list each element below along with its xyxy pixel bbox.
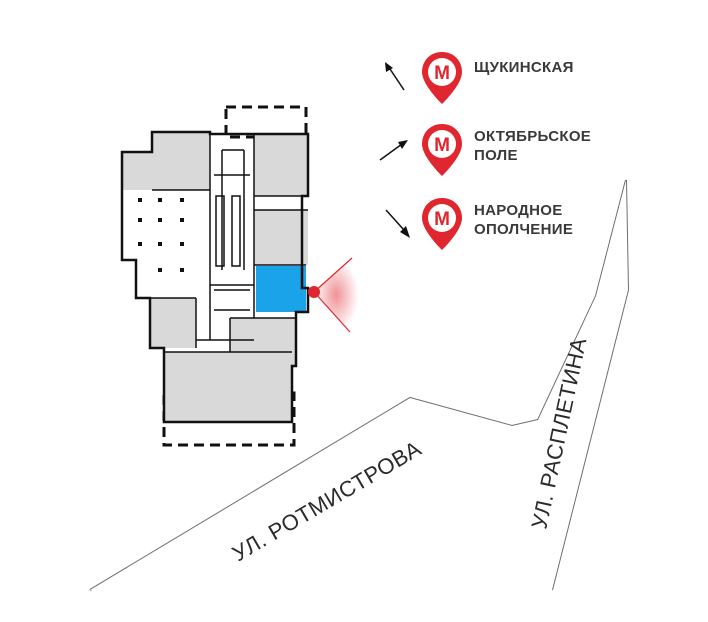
svg-text:М: М xyxy=(434,135,450,156)
metro-label-oktyabrskoe-pole: ОКТЯБРЬСКОЕ ПОЛЕ xyxy=(474,127,591,165)
metro-label-line: НАРОДНОЕ xyxy=(474,202,563,219)
metro-pin-icon: М xyxy=(422,198,462,250)
metro-pin-icon: М xyxy=(422,52,462,104)
building-section-top-right xyxy=(254,134,308,196)
svg-text:М: М xyxy=(434,209,450,230)
metro-label-shchukinskaya: ЩУКИНСКАЯ xyxy=(474,58,574,77)
metro-label-line: ЩУКИНСКАЯ xyxy=(474,59,574,76)
metro-pin-icon: М xyxy=(422,124,462,176)
building xyxy=(120,105,310,447)
metro-label-line: ПОЛЕ xyxy=(474,147,518,164)
svg-text:М: М xyxy=(434,63,450,84)
metro-label-line: ОКТЯБРЬСКОЕ xyxy=(474,128,592,145)
metro-label-narodnoe-opolchenie: НАРОДНОЕ ОПОЛЧЕНИЕ xyxy=(474,201,573,239)
building-section-left xyxy=(122,152,154,190)
direction-arrow-icon xyxy=(385,62,405,91)
entrance-marker-icon xyxy=(308,257,359,333)
direction-arrow-icon xyxy=(385,209,410,238)
building-section-bottom xyxy=(164,352,292,422)
building-dashed-top xyxy=(224,105,308,139)
road-surface xyxy=(90,180,628,590)
building-section-top-left xyxy=(152,132,210,190)
building-section-right-mid xyxy=(254,210,308,265)
highlighted-unit[interactable] xyxy=(256,266,306,312)
metro-label-line: ОПОЛЧЕНИЕ xyxy=(474,221,574,238)
interior-walls xyxy=(150,132,308,353)
columns-grid xyxy=(138,198,184,272)
building-section-lower-left xyxy=(150,298,196,348)
roads xyxy=(89,179,630,591)
direction-arrow-icon xyxy=(379,140,408,161)
